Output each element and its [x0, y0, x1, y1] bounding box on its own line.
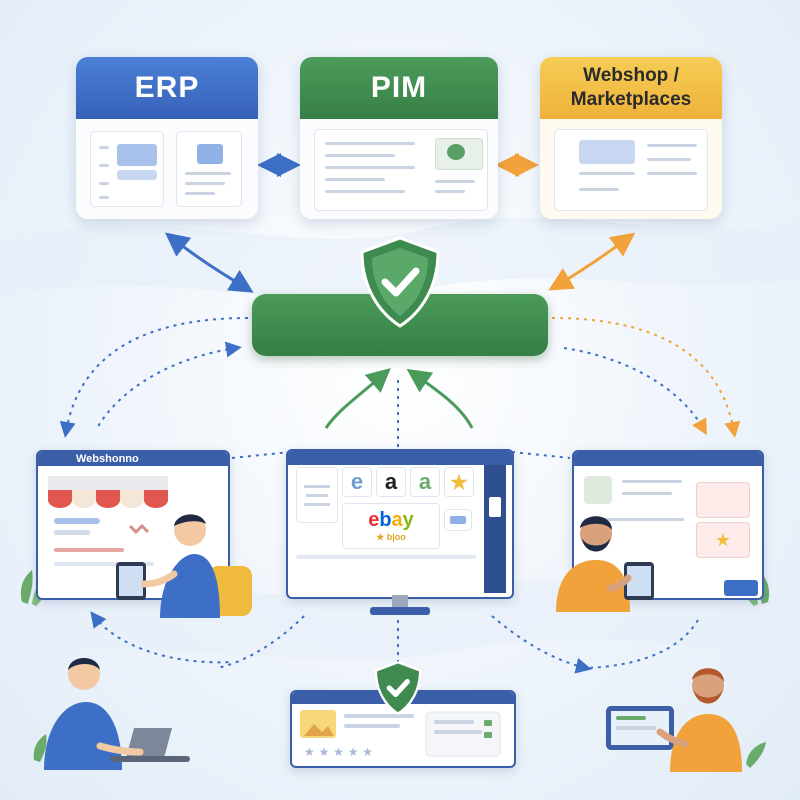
pim-panel	[314, 129, 488, 211]
tile-amazon-a: a	[376, 467, 406, 497]
card-icon	[444, 509, 472, 531]
dotted-left-top	[59, 317, 249, 438]
storefront-brand: Webshonno	[38, 452, 228, 466]
tile-e: e	[342, 467, 372, 497]
dotted-right-top	[551, 317, 741, 438]
info-card-top	[696, 482, 750, 518]
marketplace-monitor: e a a ★ ebay ★ b|oo	[286, 449, 514, 599]
monitor-stand	[370, 595, 430, 615]
webshop-title: Webshop / Marketplaces	[540, 57, 722, 119]
svg-text:★ ★ ★ ★ ★: ★ ★ ★ ★ ★	[304, 745, 373, 759]
webshop-title-line2: Marketplaces	[570, 89, 692, 110]
erp-body	[76, 119, 258, 219]
pim-title: PIM	[300, 57, 498, 119]
dotted-left-inner	[95, 341, 242, 431]
laptop-icon	[724, 580, 758, 596]
tile-a: a	[410, 467, 440, 497]
person-bearded	[556, 516, 654, 612]
ebay-logo: ebay	[368, 509, 414, 531]
shield-check-icon	[360, 236, 440, 328]
erp-panel-left	[90, 131, 164, 207]
arrow-erp-hub	[164, 232, 254, 293]
arrow-webshop-hub	[548, 232, 636, 291]
webshop-title-line1: Webshop /	[583, 65, 679, 86]
person-shopper	[116, 514, 252, 618]
person-laptop	[33, 658, 190, 770]
pim-card: PIM	[300, 57, 498, 219]
ebay-subtext: ★ b|oo	[376, 532, 406, 542]
erp-card: ERP	[76, 57, 258, 219]
avatar	[584, 476, 612, 504]
webshop-body	[540, 119, 722, 219]
webshop-panel	[554, 129, 708, 211]
pim-body	[300, 119, 498, 219]
ebay-logo-tile: ebay ★ b|oo	[342, 503, 440, 549]
star-icon-card: ★	[696, 522, 750, 558]
market-list-tile	[296, 467, 338, 523]
star-icon: ★	[444, 467, 474, 497]
arrow-up-left	[324, 368, 391, 429]
webshop-card: Webshop / Marketplaces	[540, 57, 722, 219]
erp-panel-right	[176, 131, 242, 207]
erp-title: ERP	[76, 57, 258, 119]
dotted-right-inner	[563, 347, 707, 436]
shield-check-icon-small	[374, 661, 422, 716]
monitor-side-panel	[484, 465, 506, 593]
arrow-up-right	[406, 368, 474, 429]
person-tablet	[606, 668, 766, 772]
storefront-awning	[48, 476, 168, 566]
